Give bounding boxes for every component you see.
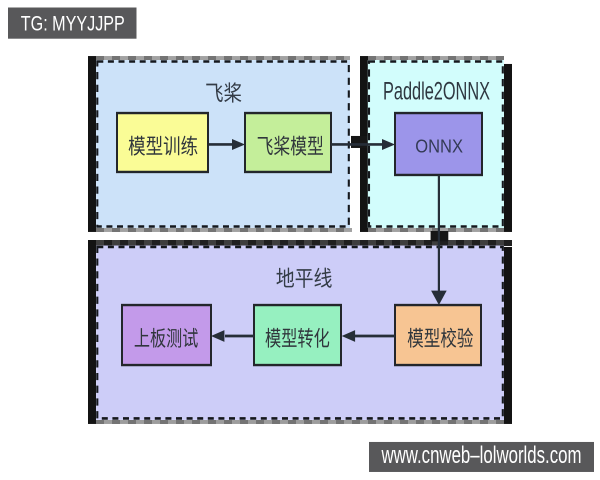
svg-text:TG: MYYJJPP: TG: MYYJJPP xyxy=(21,12,125,36)
svg-text:Paddle2ONNX: Paddle2ONNX xyxy=(383,78,490,105)
svg-text:www.cnweb–lolworlds.com: www.cnweb–lolworlds.com xyxy=(381,441,582,468)
svg-text:ONNX: ONNX xyxy=(415,135,463,157)
